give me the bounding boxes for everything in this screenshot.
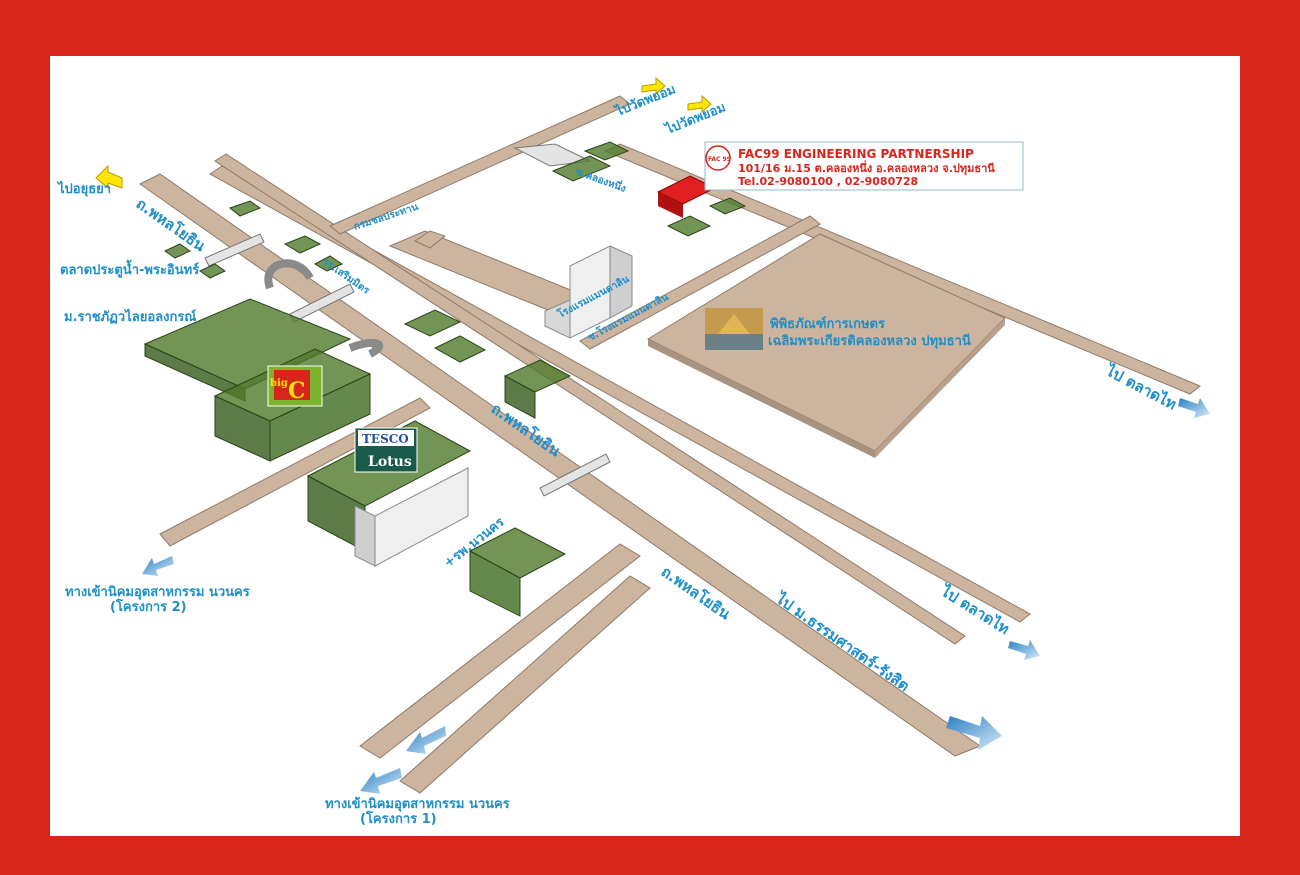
label-navanakorn-1b: (โครงการ 1) xyxy=(360,810,437,827)
road-south-1 xyxy=(359,543,641,759)
label-navanakorn-2b: (โครงการ 2) xyxy=(110,598,187,615)
company-green-3 xyxy=(666,215,712,237)
label-navanakorn-1a: ทางเข้านิคมอุตสาหกรรม นวนคร xyxy=(325,796,510,812)
road-parallel-long xyxy=(214,153,966,645)
hotel-base xyxy=(544,299,571,339)
road-soi-museum-left xyxy=(413,230,447,249)
white-buildings xyxy=(354,245,633,567)
hospital-block-side xyxy=(469,550,521,617)
company-building-front xyxy=(658,192,683,218)
block-center-3-side xyxy=(504,375,536,419)
road-soi-hotel xyxy=(579,215,821,350)
bigc-block-front xyxy=(269,373,371,462)
u-turn-1 xyxy=(264,259,314,290)
u-turns xyxy=(264,259,384,358)
company-green-1 xyxy=(551,155,612,182)
arrow-wat-phayom-1 xyxy=(641,76,666,96)
arrow-thammasat xyxy=(946,716,1002,750)
u-turn-2 xyxy=(348,338,384,358)
arrow-talad-thai-2 xyxy=(1008,640,1040,660)
tesco-text: TESCO xyxy=(362,432,409,446)
label-museum-2: เฉลิมพระเกียรติคลองหลวง ปทุมธานี xyxy=(768,333,971,349)
road-top-diagonal xyxy=(329,95,631,235)
map-panel: big C TESCO Lotus FAC 99 FAC99 ENGINEERI… xyxy=(50,56,1240,836)
block-center-2 xyxy=(433,335,487,363)
direction-arrows xyxy=(95,76,1210,794)
arrow-talad-thai-1 xyxy=(1178,398,1210,418)
lotus-text: Lotus xyxy=(368,454,412,470)
small-block-2 xyxy=(283,235,322,254)
museum-plot-side2 xyxy=(875,318,1005,458)
museum-plot-side xyxy=(648,339,875,458)
map-canvas: big C TESCO Lotus FAC 99 FAC99 ENGINEERI… xyxy=(56,76,1210,827)
company-logo-text: FAC 99 xyxy=(708,156,731,163)
company-green-4 xyxy=(708,197,747,215)
small-block-1 xyxy=(228,200,262,217)
hotel-side xyxy=(609,245,633,319)
block-center-1 xyxy=(403,309,462,337)
arrow-navanakorn-1a xyxy=(406,726,446,754)
label-museum-1: พิพิธภัณฑ์การเกษตร xyxy=(770,316,885,332)
company-info-bg xyxy=(704,141,1024,191)
tesco-logo: TESCO Lotus xyxy=(354,427,418,473)
small-block-3 xyxy=(164,243,191,259)
arrow-navanakorn-2 xyxy=(142,556,174,576)
label-rajabhat: ม.ราชภัฏวไลยอลงกรณ์ xyxy=(64,308,196,325)
company-info-box: FAC 99 FAC99 ENGINEERING PARTNERSHIP 101… xyxy=(704,141,1024,191)
arrow-wat-phayom-2 xyxy=(687,94,712,114)
footbridge-1 xyxy=(204,233,265,267)
small-block-4 xyxy=(199,263,226,279)
label-pratunam-market: ตลาดประตูน้ำ-พระอินทร์ xyxy=(60,259,199,278)
footbridges xyxy=(204,143,611,497)
company-address: 101/16 ม.15 ต.คลองหนึ่ง อ.คลองหลวง จ.ปทุ… xyxy=(738,160,995,176)
company-phone: Tel.02-9080100 , 02-9080728 xyxy=(738,175,918,188)
road-south-2 xyxy=(399,575,651,794)
arrow-ayutthaya xyxy=(95,164,123,190)
arrow-navanakorn-1b xyxy=(360,768,402,794)
label-navanakorn-2a: ทางเข้านิคมอุตสาหกรรม นวนคร xyxy=(65,584,250,600)
bigc-big-text: big xyxy=(270,378,288,389)
small-block-5 xyxy=(313,255,344,272)
company-logo xyxy=(705,145,731,171)
company-green-2 xyxy=(583,141,630,161)
map-labels: ไปวัดพยอม ไปวัดพยอม ไปอยุธยา ถ.พหลโยธิน … xyxy=(56,80,1180,827)
company-name: FAC99 ENGINEERING PARTNERSHIP xyxy=(738,147,974,161)
roads xyxy=(139,95,1201,794)
bigc-c-text: C xyxy=(288,378,306,404)
bigc-logo: big C xyxy=(267,365,323,407)
museum-area xyxy=(646,233,1006,458)
footbridge-3 xyxy=(539,453,611,497)
label-to-ayutthaya: ไปอยุธยา xyxy=(56,180,111,197)
tesco-building-side xyxy=(354,505,376,567)
